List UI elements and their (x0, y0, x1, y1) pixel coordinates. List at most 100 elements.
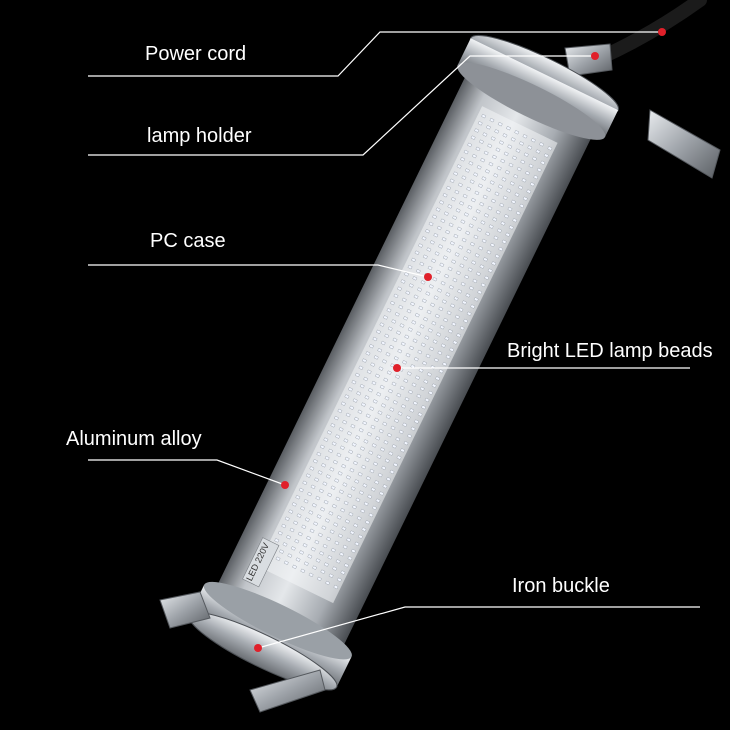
led-bead (475, 271, 481, 276)
led-bead (539, 142, 545, 147)
led-bead (466, 249, 472, 254)
callout-line-aluminum (88, 459, 286, 486)
led-bead (458, 245, 464, 250)
callout-line-pc-case (88, 264, 429, 278)
led-bead (369, 468, 375, 474)
led-bead (444, 336, 450, 341)
led-bead (490, 242, 495, 248)
led-bead (429, 346, 435, 352)
dot-led-beads (393, 364, 401, 372)
led-bead (454, 189, 460, 195)
led-bead (481, 238, 487, 244)
led-bead (470, 304, 476, 309)
led-bead (465, 230, 471, 236)
led-bead (457, 289, 463, 294)
led-bead (417, 349, 423, 355)
led-bead (307, 554, 313, 559)
led-bead (418, 368, 424, 373)
led-bead (366, 369, 372, 375)
led-bead (478, 245, 484, 251)
led-bead (350, 486, 356, 491)
led-bead (337, 533, 343, 538)
led-bead (314, 539, 320, 545)
led-bead (370, 487, 376, 492)
led-bead (391, 444, 397, 449)
led-bead (379, 491, 384, 496)
led-bead (429, 240, 435, 245)
led-bead (309, 466, 315, 471)
led-bead (361, 464, 367, 470)
led-bead (349, 405, 355, 410)
led-bead (431, 258, 437, 264)
led-bead (377, 348, 383, 353)
led-bead (422, 254, 428, 259)
led-bead (440, 343, 446, 348)
callout-line-lamp-holder (88, 55, 595, 156)
led-bead (480, 157, 486, 163)
led-bead (500, 221, 506, 226)
led-bead (455, 208, 461, 213)
led-bead (386, 308, 392, 313)
led-bead (426, 309, 432, 315)
led-bead (487, 143, 493, 148)
led-bead (460, 281, 466, 287)
led-bead (384, 333, 390, 339)
led-bead (403, 440, 409, 446)
led-bead (540, 160, 546, 165)
led-bead (390, 425, 396, 431)
led-bead (416, 393, 422, 399)
led-bead (485, 231, 491, 237)
led-bead (364, 457, 370, 463)
led-bead (418, 305, 424, 311)
led-bead (420, 342, 426, 348)
led-bead (397, 286, 402, 291)
led-bead (354, 479, 360, 484)
led-bead (328, 448, 334, 454)
led-bead (385, 414, 391, 419)
led-bead (383, 440, 389, 445)
led-bead (472, 278, 478, 284)
led-bead (329, 467, 335, 472)
led-bead (474, 253, 480, 258)
led-bead (405, 352, 411, 358)
led-bead (434, 313, 440, 319)
led-bead (427, 328, 433, 333)
led-bead (492, 217, 498, 222)
led-bead (286, 534, 291, 540)
led-bead (404, 334, 410, 339)
led-bead (386, 476, 391, 482)
led-bead (508, 225, 514, 230)
led-bead (442, 192, 448, 198)
led-bead (449, 347, 455, 352)
led-bead (295, 494, 301, 500)
led-bead (382, 421, 388, 427)
led-bead (413, 356, 419, 362)
led-bead (357, 471, 363, 477)
led-bead (387, 432, 392, 438)
led-bead (488, 161, 494, 167)
led-bead (430, 302, 436, 308)
led-bead (392, 400, 398, 405)
led-bead (448, 285, 454, 290)
led-bead (441, 236, 447, 242)
led-bead (535, 149, 541, 154)
callout-dots (254, 28, 666, 652)
led-bead (328, 573, 334, 578)
led-bead (418, 243, 424, 248)
led-bead (330, 485, 336, 490)
led-bead (324, 455, 330, 461)
led-bead (511, 199, 516, 205)
led-bead (341, 526, 347, 531)
led-bead (360, 402, 366, 407)
led-bead (411, 257, 416, 263)
led-bead (308, 510, 314, 515)
led-bead (283, 560, 289, 566)
led-bead (453, 233, 459, 239)
led-bead (396, 455, 402, 460)
led-bead (422, 360, 428, 366)
led-bead (316, 451, 322, 457)
led-bead (334, 540, 340, 546)
led-bead (476, 165, 482, 170)
led-bead (347, 493, 353, 499)
led-bead (459, 325, 465, 331)
